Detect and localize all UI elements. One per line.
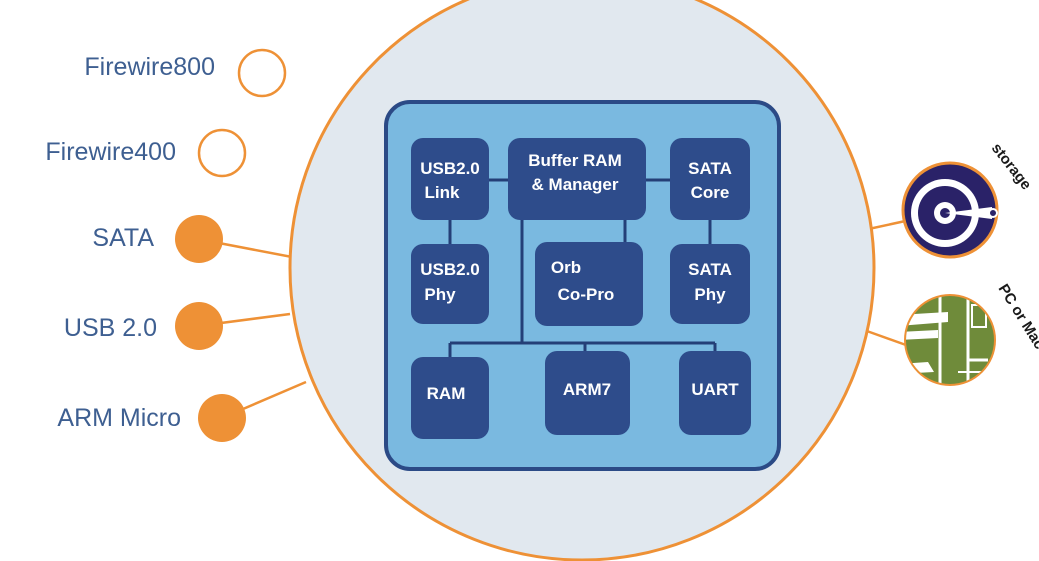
arm-micro-port-icon bbox=[198, 394, 246, 442]
interface-label-usb: USB 2.0 bbox=[64, 314, 157, 342]
interface-label-arm-micro: ARM Micro bbox=[57, 404, 181, 432]
block-ram-label: RAM bbox=[427, 384, 466, 403]
block-buffer-ram-line1: Buffer RAM bbox=[528, 151, 622, 170]
storage-peripheral: storage bbox=[901, 140, 1035, 259]
block-ram: RAM bbox=[411, 357, 489, 439]
block-buffer-ram-line2: & Manager bbox=[532, 175, 619, 194]
block-usb-link-line1: USB2.0 bbox=[420, 159, 480, 178]
block-sata-core-line1: SATA bbox=[688, 159, 732, 178]
block-arm7-label: ARM7 bbox=[563, 380, 611, 399]
pc-label: PC or Mac bbox=[995, 281, 1039, 352]
block-usb-phy-line2: Phy bbox=[424, 285, 456, 304]
usb-port-icon bbox=[175, 302, 223, 350]
storage-label: storage bbox=[988, 140, 1035, 193]
pc-peripheral: PC or Mac bbox=[904, 281, 1039, 386]
block-uart: UART bbox=[679, 351, 751, 435]
circuit-board-icon bbox=[906, 296, 994, 384]
block-sata-phy: SATA Phy bbox=[670, 244, 750, 324]
interface-label-firewire400: Firewire400 bbox=[45, 138, 176, 166]
block-usb-phy-line1: USB2.0 bbox=[420, 260, 480, 279]
block-sata-phy-line1: SATA bbox=[688, 260, 732, 279]
block-orb-line1: Orb bbox=[551, 258, 581, 277]
block-sata-phy-line2: Phy bbox=[694, 285, 726, 304]
block-sata-core-line2: Core bbox=[691, 183, 730, 202]
hard-disk-icon bbox=[911, 179, 998, 247]
block-usb-phy: USB2.0 Phy bbox=[411, 244, 489, 324]
firewire800-port-icon bbox=[237, 48, 287, 98]
chip-wiring bbox=[448, 178, 717, 358]
block-usb-link: USB2.0 Link bbox=[411, 138, 489, 220]
sata-port-icon bbox=[175, 215, 223, 263]
block-arm7: ARM7 bbox=[545, 351, 630, 435]
interface-label-sata: SATA bbox=[92, 224, 154, 252]
block-orb-line2: Co-Pro bbox=[558, 285, 615, 304]
block-uart-label: UART bbox=[691, 380, 739, 399]
interface-label-firewire800: Firewire800 bbox=[84, 53, 215, 81]
firewire400-port-icon bbox=[197, 128, 247, 178]
block-buffer-ram: Buffer RAM & Manager bbox=[508, 138, 646, 220]
block-sata-core: SATA Core bbox=[670, 138, 750, 220]
pc-connector bbox=[863, 328, 907, 347]
block-orb: Orb Co-Pro bbox=[535, 242, 643, 326]
block-usb-link-line2: Link bbox=[425, 183, 460, 202]
